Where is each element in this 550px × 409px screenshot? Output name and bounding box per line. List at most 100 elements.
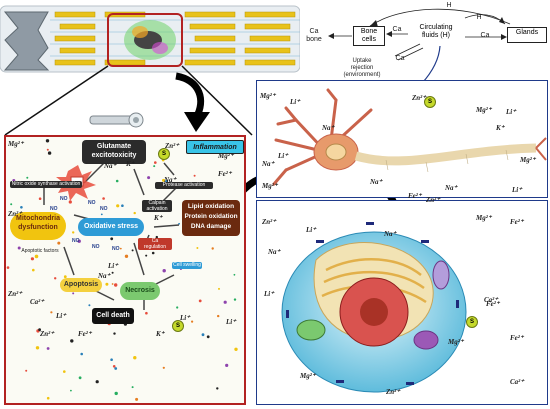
ion-dot [206, 335, 210, 339]
no-label: NO [72, 238, 80, 244]
calpain-label: Calpain activation [142, 200, 172, 212]
ion-dot [162, 269, 166, 273]
ion-dot [102, 197, 105, 200]
ion-dot [50, 311, 53, 314]
ion-dot [63, 275, 67, 279]
ion-dot [198, 299, 202, 303]
ion-label-fe: Fe²⁺ [510, 334, 524, 342]
cell-illustration [281, 222, 467, 393]
ion-label-zn: Zn²⁺ [40, 330, 54, 338]
ca-right-label: Ca [480, 32, 490, 39]
ion-dot [111, 271, 114, 274]
ion-dot [114, 283, 118, 287]
apoptosis-box: Apoptosis [60, 278, 102, 292]
ion-label-mg: Mg²⁺ [262, 182, 278, 190]
ion-dot [124, 254, 129, 258]
ion-label-li: Li⁺ [512, 186, 522, 194]
ion-dot [133, 356, 137, 360]
mechanism-panel [4, 135, 246, 405]
ion-dot [95, 380, 99, 384]
ion-dot [196, 247, 199, 249]
ion-dot [162, 366, 165, 369]
ion-dot [46, 347, 50, 350]
ion-label-zn: Zn²⁺ [8, 290, 22, 298]
ion-dot [153, 165, 156, 168]
ion-dot [25, 369, 28, 372]
ion-dot [115, 179, 119, 183]
ion-dot [217, 314, 220, 318]
no-label: NO [88, 200, 96, 206]
ion-label-li: Li⁺ [506, 108, 516, 116]
bone-cells-box: Bone cells [353, 26, 385, 46]
ion-dot [211, 247, 214, 250]
ion-label-na: Na⁺ [384, 230, 397, 238]
ion-dot [38, 328, 41, 332]
microscope-icon [89, 112, 144, 128]
protease-label: Protease activation [155, 182, 213, 189]
ion-dot [78, 376, 82, 380]
ion-label-li: Li⁺ [278, 152, 288, 160]
ion-label-na: Na⁺ [322, 124, 335, 132]
ion-dot [145, 254, 148, 257]
ion-dot [110, 237, 114, 241]
ion-dot [38, 197, 42, 200]
ion-dot [145, 311, 148, 315]
ion-dot [34, 254, 39, 259]
ion-label-na: Na⁺ [98, 272, 111, 280]
ion-dot [111, 283, 114, 285]
sulfur-badge: S [424, 96, 436, 108]
ion-dot [162, 178, 165, 182]
apoptotic-factors-label: Apoptotic factors [21, 248, 59, 254]
ion-dot [131, 386, 134, 389]
ion-dot [30, 257, 34, 261]
ion-dot [201, 333, 205, 337]
ion-label-na: Na⁺ [445, 184, 458, 192]
ion-dot [233, 273, 236, 276]
ion-dot [121, 204, 124, 207]
ion-label-ca: Ca²⁺ [30, 298, 44, 306]
ion-dot [45, 139, 50, 143]
ion-label-li: Li⁺ [226, 318, 236, 326]
neuron-illustration [272, 88, 547, 186]
ion-dot [131, 249, 134, 252]
ion-dot [46, 148, 49, 151]
ion-label-na: Na⁺ [164, 176, 177, 184]
h-mid-label: H [476, 14, 482, 21]
ion-dot [105, 282, 109, 286]
necrosis-box: Necrosis [120, 282, 160, 300]
ion-label-li: Li⁺ [56, 312, 66, 320]
ion-dot [35, 346, 40, 350]
ion-dot [135, 397, 139, 401]
ion-label-zn: Zn²⁺ [8, 210, 22, 218]
ca-dysregulation-label: Ca regulation [138, 238, 172, 250]
mito-dysfunction-box: Mitochondria dysfunction [10, 212, 66, 240]
ion-dot [218, 287, 220, 290]
circulating-fluids-box: Circulating fluids (H) [410, 22, 462, 46]
ion-dot [6, 266, 10, 269]
ion-label-mg: Mg²⁺ [476, 214, 492, 222]
ion-label-k: K⁺ [154, 214, 163, 222]
ion-label-fe: Fe²⁺ [486, 300, 500, 308]
ion-dot [46, 396, 50, 400]
ion-dot [116, 204, 120, 208]
uptake-label: Uptake rejection (environment) [343, 58, 381, 78]
ion-label-mg: Mg²⁺ [448, 338, 464, 346]
ion-dot [17, 246, 21, 250]
cell-swelling-label: Cell swelling [172, 262, 202, 269]
no-label: NO [60, 196, 68, 202]
ion-label-mg: Mg²⁺ [8, 140, 24, 148]
ion-dot [72, 292, 75, 295]
ion-dot [88, 304, 91, 307]
ion-label-fe: Fe²⁺ [510, 218, 524, 226]
sulfur-badge: S [172, 320, 184, 332]
ion-label-li: Li⁺ [108, 262, 118, 270]
ion-dot [54, 277, 57, 280]
ion-dot [68, 200, 72, 204]
ion-dot [57, 241, 61, 245]
ion-label-mg: Mg²⁺ [260, 92, 276, 100]
ion-dot [178, 222, 181, 225]
ion-label-zn: Zn²⁺ [426, 196, 440, 204]
ion-dot [77, 239, 81, 243]
ion-label-li: Li⁺ [264, 290, 274, 298]
ion-label-zn: Zn²⁺ [386, 388, 400, 396]
